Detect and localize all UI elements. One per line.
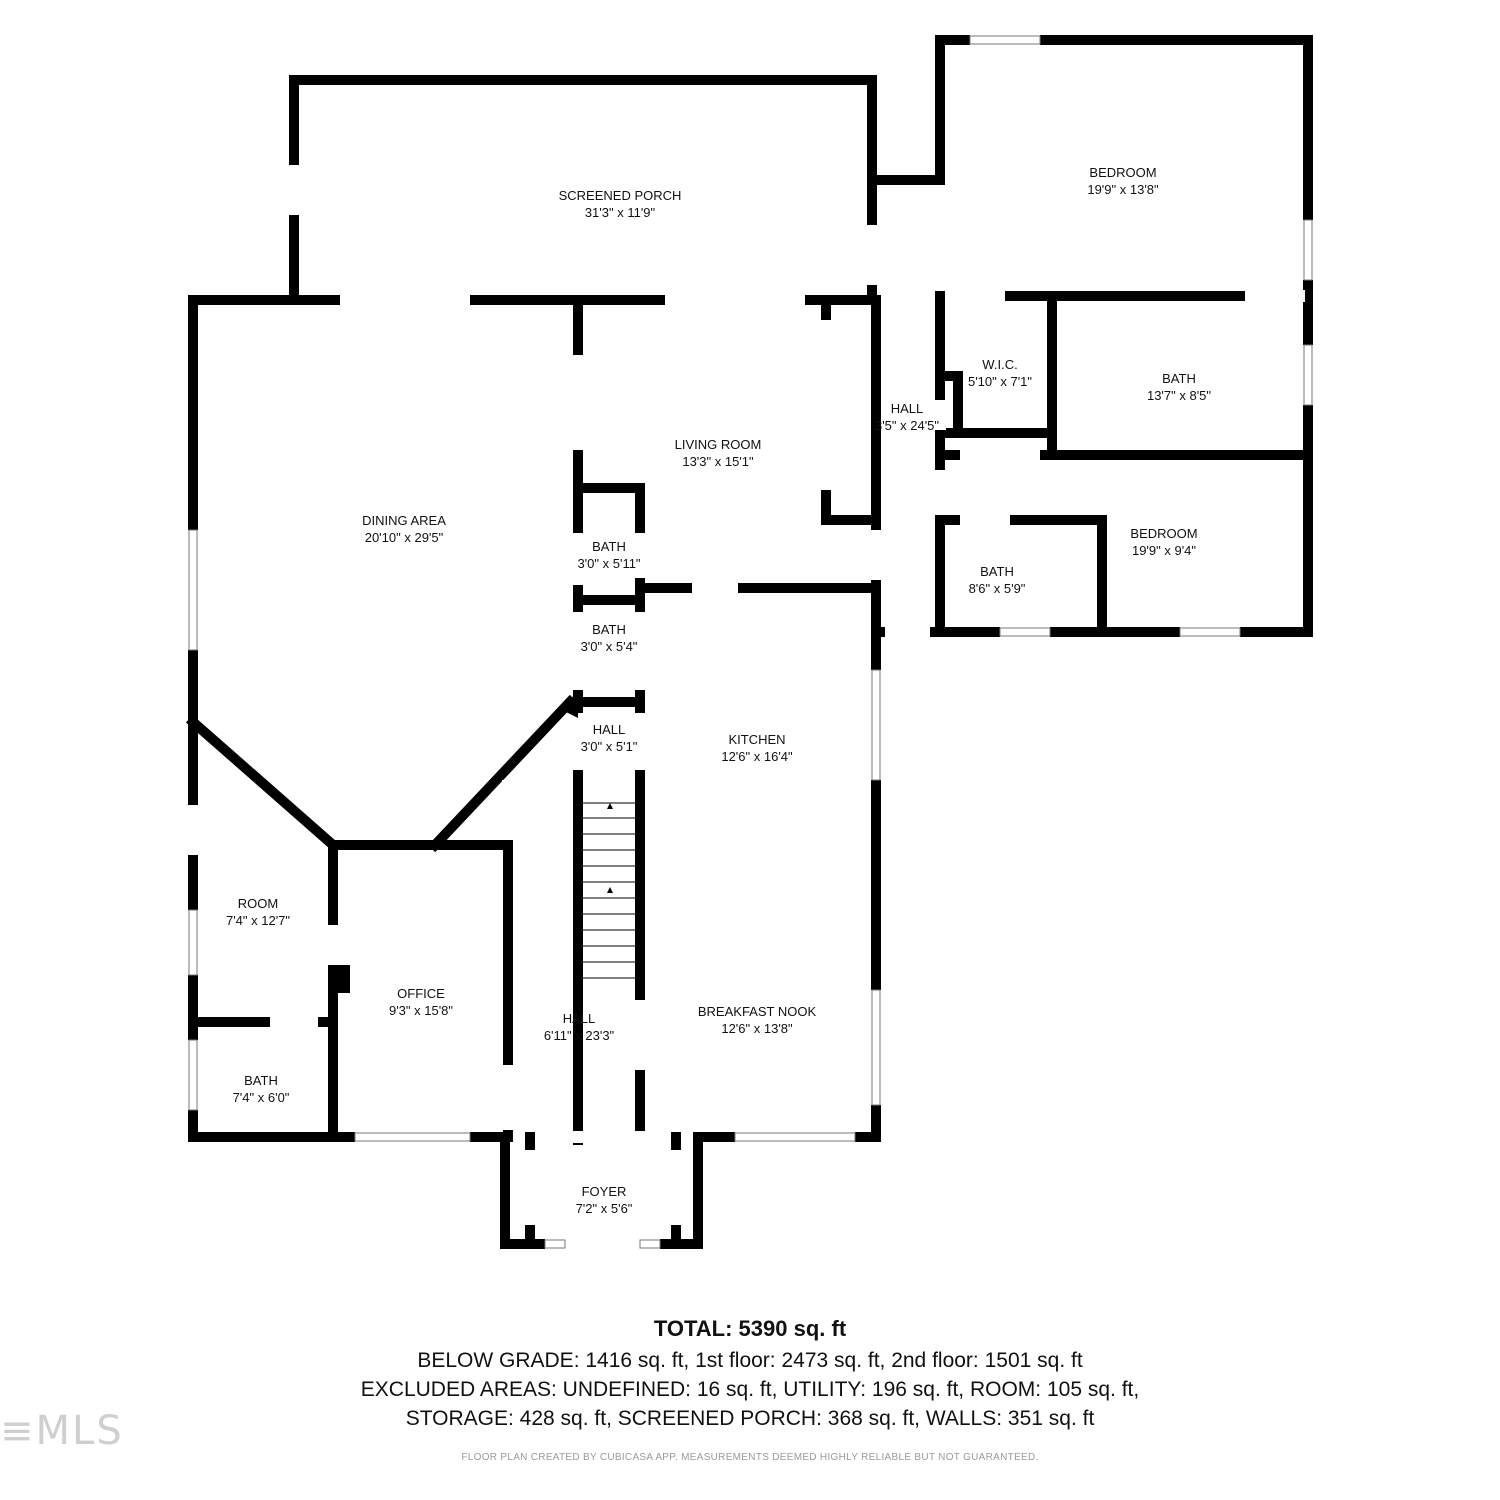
room-name: SCREENED PORCH: [558, 188, 682, 203]
room-bedroom-2: BEDROOM 19'9" x 9'4": [1130, 525, 1197, 559]
room-dimensions: 7'4" x 6'0": [232, 1090, 290, 1105]
room-bath-right: BATH 8'6" x 5'9": [969, 563, 1026, 597]
room-name: W.I.C.: [982, 357, 1018, 372]
room-dimensions: 19'9" x 9'4": [1131, 543, 1197, 558]
room-name: OFFICE: [397, 986, 445, 1001]
room-name: LIVING ROOM: [674, 437, 762, 452]
room-name: BEDROOM: [1089, 165, 1157, 180]
room-name: ROOM: [237, 896, 279, 911]
stairs: [580, 802, 638, 979]
room-name: HALL: [592, 722, 626, 737]
room-dimensions: 9'3" x 15'8": [388, 1003, 454, 1018]
room-dimensions: 20'10" x 29'5": [364, 530, 444, 545]
room-dimensions: 3'5" x 24'5": [874, 418, 940, 433]
credit-disclaimer: FLOOR PLAN CREATED BY CUBICASA APP. MEAS…: [461, 1452, 1039, 1463]
area-summary-line-1: BELOW GRADE: 1416 sq. ft, 1st floor: 247…: [417, 1349, 1083, 1372]
room-dining-area: DINING AREA 20'10" x 29'5": [362, 512, 446, 546]
room-foyer: FOYER 7'2" x 5'6": [576, 1183, 633, 1217]
room-hall-small: HALL 3'0" x 5'1": [581, 721, 638, 755]
room-dimensions: 3'0" x 5'4": [580, 639, 638, 654]
room-name: HALL: [562, 1011, 596, 1026]
openings: [187, 34, 1314, 1250]
room-name: DINING AREA: [362, 513, 446, 528]
window-sills: [188, 35, 1313, 1249]
room-bath-b: BATH 3'0" x 5'4": [581, 621, 638, 655]
room-living-room: LIVING ROOM 13'3" x 15'1": [675, 436, 762, 470]
room-name: KITCHEN: [728, 732, 786, 747]
room-dimensions: 3'0" x 5'11": [577, 556, 641, 571]
room-name: BATH: [980, 564, 1014, 579]
room-dimensions: 12'6" x 16'4": [721, 749, 793, 764]
room-name: BATH: [592, 622, 626, 637]
wall-accents: [332, 690, 578, 993]
room-name: HALL: [890, 401, 924, 416]
room-name: BREAKFAST NOOK: [697, 1004, 817, 1019]
walls: [185, 35, 1313, 1249]
room-office: OFFICE 9'3" x 15'8": [389, 985, 453, 1019]
room-dimensions: 6'11" x 23'3": [543, 1028, 615, 1043]
room-dimensions: 7'2" x 5'6": [575, 1201, 633, 1216]
room-screened-porch: SCREENED PORCH 31'3" x 11'9": [559, 187, 682, 221]
room-wic: W.I.C. 5'10" x 7'1": [968, 356, 1032, 390]
room-dimensions: 13'7" x 8'5": [1146, 388, 1212, 403]
room-bedroom-1: BEDROOM 19'9" x 13'8": [1087, 164, 1158, 198]
room-name: BATH: [1162, 371, 1196, 386]
room-dimensions: 3'0" x 5'1": [580, 739, 638, 754]
room-name: BATH: [592, 539, 626, 554]
room-hall-main: HALL 6'11" x 23'3": [544, 1010, 614, 1044]
room-kitchen: KITCHEN 12'6" x 16'4": [721, 731, 792, 765]
room-dimensions: 19'9" x 13'8": [1087, 182, 1159, 197]
room-breakfast-nook: BREAKFAST NOOK 12'6" x 13'8": [698, 1003, 816, 1037]
total-area: TOTAL: 5390 sq. ft: [653, 1316, 847, 1341]
room-name: BATH: [244, 1073, 278, 1088]
room-bath-a: BATH 3'0" x 5'11": [577, 538, 640, 572]
room-room: ROOM 7'4" x 12'7": [226, 895, 290, 929]
mls-logo: ≡MLS: [0, 1408, 124, 1454]
room-bath-master: BATH 13'7" x 8'5": [1147, 370, 1211, 404]
room-dimensions: 13'3" x 15'1": [682, 454, 754, 469]
stair-arrows: [607, 803, 613, 893]
room-name: BEDROOM: [1130, 526, 1198, 541]
room-dimensions: 31'3" x 11'9": [584, 205, 656, 220]
area-summary-line-2: EXCLUDED AREAS: UNDEFINED: 16 sq. ft, UT…: [360, 1378, 1140, 1401]
room-hall-right: HALL 3'5" x 24'5": [875, 400, 939, 434]
room-dimensions: 8'6" x 5'9": [968, 581, 1026, 596]
room-dimensions: 7'4" x 12'7": [225, 913, 291, 928]
area-summary-line-3: STORAGE: 428 sq. ft, SCREENED PORCH: 368…: [405, 1407, 1095, 1430]
room-dimensions: 5'10" x 7'1": [967, 374, 1033, 389]
room-name: FOYER: [581, 1184, 627, 1199]
room-dimensions: 12'6" x 13'8": [721, 1021, 793, 1036]
room-bath-left: BATH 7'4" x 6'0": [233, 1072, 290, 1106]
